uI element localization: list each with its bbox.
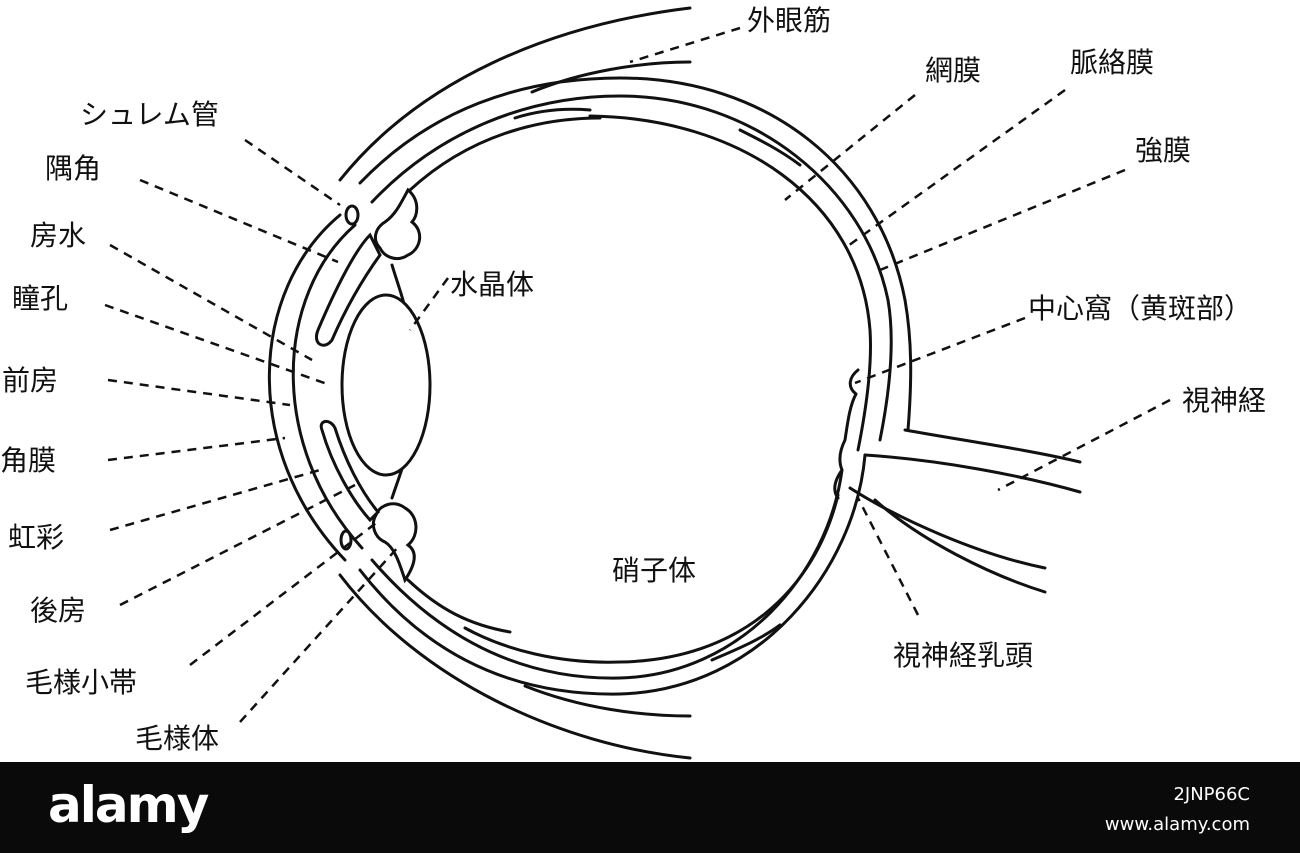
label-lens: 水晶体 [450,268,534,301]
watermark-banner: alamy 2JNP66C www.alamy.com [0,762,1300,853]
lens-shape [340,293,432,477]
retina-layer [463,114,872,664]
label-sclera: 強膜 [1135,134,1191,167]
extraocular-muscle-top [338,6,692,182]
label-angle: 隅角 [45,152,101,185]
iris-bottom [319,420,381,523]
optic-nerve-upper [903,428,1082,464]
label-fovea: 中心窩（黄斑部） [1028,292,1252,325]
label-schlemm-canal: シュレム管 [80,98,219,131]
choroid-top-segment [738,128,802,167]
label-optic-nerve: 視神経 [1182,384,1266,417]
watermark-site: www.alamy.com [1104,814,1250,835]
eye-cross-section-diagram: 外眼筋 網膜 脈絡膜 強膜 シュレム管 隅角 房水 瞳孔 前房 角膜 虹彩 後房… [0,4,1266,760]
label-optic-disc: 視神経乳頭 [893,639,1033,672]
iris-top [315,232,382,347]
ciliary-body-bottom [371,502,418,584]
optic-nerve-lower-outer [873,498,1047,594]
extraocular-muscle-bottom [338,573,692,760]
label-choroid: 脈絡膜 [1070,46,1154,79]
optic-nerve-upper-inner [863,453,1082,494]
optic-disc-contour [833,368,860,500]
sclera-layer [358,76,913,696]
optic-nerve-lower [848,486,1047,570]
label-cornea: 角膜 [0,444,56,477]
label-retina: 網膜 [925,54,981,87]
watermark-image-id: 2JNP66C [1173,784,1250,805]
watermark-logo: alamy [48,776,209,834]
cornea-inner [291,223,364,550]
retina-bottom-segment [710,623,782,662]
label-aqueous-humor: 房水 [30,219,86,252]
label-extraocular-muscle: 外眼筋 [747,4,831,37]
label-pupil: 瞳孔 [12,282,68,315]
label-zonule: 毛様小帯 [25,666,137,699]
label-anterior-chamber: 前房 [2,364,58,397]
label-ciliary-body: 毛様体 [135,722,219,755]
vitreous-boundary [406,116,602,634]
schlemm-canal-top [344,204,360,226]
label-posterior-chamber: 後房 [30,594,86,627]
label-vitreous-body: 硝子体 [612,554,696,587]
retina-top-segment [513,107,592,120]
ciliary-body-top [373,187,422,260]
label-iris: 虹彩 [8,521,64,554]
leader-lines [104,26,1171,723]
